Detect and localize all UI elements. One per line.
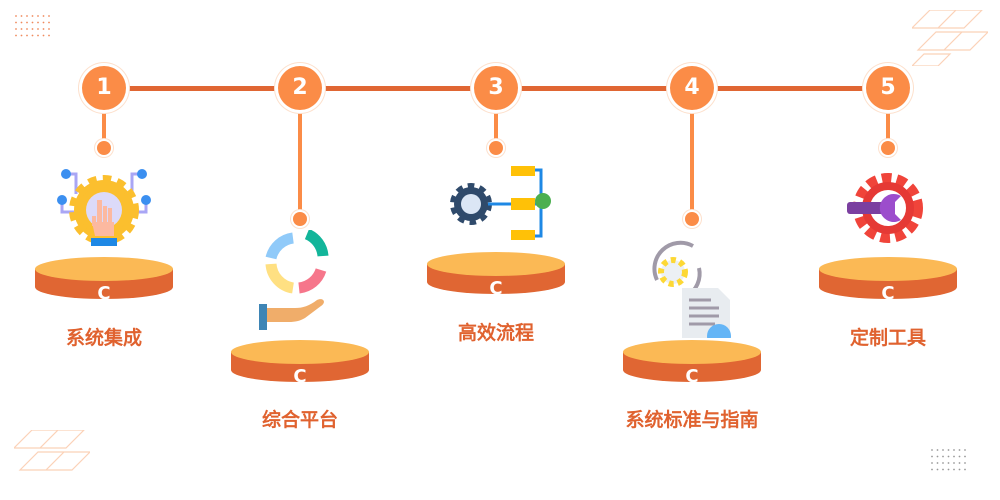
step-number: 2 — [278, 66, 322, 110]
pedestal: C — [427, 252, 565, 299]
document-sync-icon — [652, 240, 731, 338]
connector — [494, 108, 498, 148]
connector — [298, 108, 302, 218]
pedestal: C — [819, 257, 957, 304]
dot-grid-decoration — [931, 449, 966, 471]
connector — [690, 108, 694, 218]
logo-icon: C — [293, 366, 306, 387]
step-label: 定制工具 — [849, 327, 926, 349]
pedestal: C — [623, 340, 761, 387]
step-number: 1 — [82, 66, 126, 110]
stripe-decoration — [912, 10, 988, 66]
gear-flowchart-icon — [450, 166, 551, 240]
logo-icon: C — [685, 366, 698, 387]
step-label: 系统集成 — [65, 327, 142, 349]
wrench-gear-icon — [847, 173, 923, 243]
step-label: 高效流程 — [457, 322, 534, 344]
connector-dot — [97, 141, 111, 155]
pedestal: C — [35, 257, 173, 304]
step-label: 系统标准与指南 — [625, 409, 759, 431]
logo-icon: C — [489, 278, 502, 299]
dot-grid-decoration — [15, 15, 50, 37]
step-3: 3 C 高效流程 — [398, 0, 594, 500]
gear-touch-icon — [57, 169, 151, 246]
step-5: 5 C 定制工具 — [790, 0, 986, 500]
step-1: 1 C 系统集成 — [6, 0, 202, 500]
step-number: 4 — [670, 66, 714, 110]
connector-dot — [881, 141, 895, 155]
logo-icon: C — [881, 283, 894, 304]
connector-dot — [685, 212, 699, 226]
logo-icon: C — [97, 283, 110, 304]
step-2: 2 C 综合平台 — [202, 0, 398, 500]
connector — [886, 108, 890, 148]
step-label: 综合平台 — [261, 409, 338, 431]
step-4: 4 C 系统标准与指南 — [594, 0, 790, 500]
pedestal: C — [231, 340, 369, 387]
connector — [102, 108, 106, 148]
connector-dot — [293, 212, 307, 226]
step-number: 5 — [866, 66, 910, 110]
cycle-hand-icon — [259, 230, 329, 330]
step-number: 3 — [474, 66, 518, 110]
connector-dot — [489, 141, 503, 155]
